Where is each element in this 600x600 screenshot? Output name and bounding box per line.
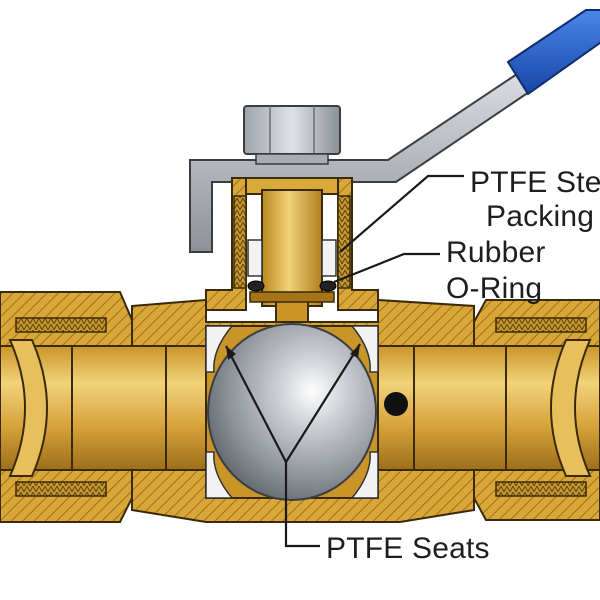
ptfe-seat-left-bottom bbox=[205, 451, 234, 499]
ptfe-seat-right-bottom bbox=[350, 451, 379, 499]
handle bbox=[189, 9, 600, 253]
label-oring-line2: O-Ring bbox=[446, 272, 542, 305]
valve-stem bbox=[247, 189, 337, 325]
callout-labels: PTFE Stem Packing Rubber O-Ring PTFE Sea… bbox=[326, 166, 600, 565]
left-ferrule bbox=[8, 339, 48, 477]
leader-lines bbox=[225, 174, 464, 548]
label-ptfe-seats: PTFE Seats bbox=[326, 532, 490, 565]
o-ring-right bbox=[319, 280, 337, 292]
o-ring-left bbox=[247, 280, 265, 292]
right-ferrule bbox=[550, 339, 592, 477]
label-oring-line1: Rubber bbox=[446, 236, 546, 269]
valve-ball bbox=[207, 323, 377, 501]
handle-lever bbox=[189, 70, 534, 253]
stem-nut bbox=[243, 105, 341, 165]
label-stem-packing-line1: PTFE Stem bbox=[470, 166, 600, 199]
vent-hole bbox=[384, 392, 408, 416]
pipe-bore bbox=[0, 339, 600, 477]
ball-assembly bbox=[205, 323, 379, 501]
handle-grip bbox=[506, 9, 600, 96]
label-stem-packing-line2: Packing bbox=[486, 200, 594, 233]
ptfe-seat-left bbox=[205, 325, 234, 373]
stem-packing-right bbox=[321, 239, 337, 277]
stem-packing bbox=[247, 239, 263, 277]
ptfe-seat-right bbox=[350, 325, 379, 373]
